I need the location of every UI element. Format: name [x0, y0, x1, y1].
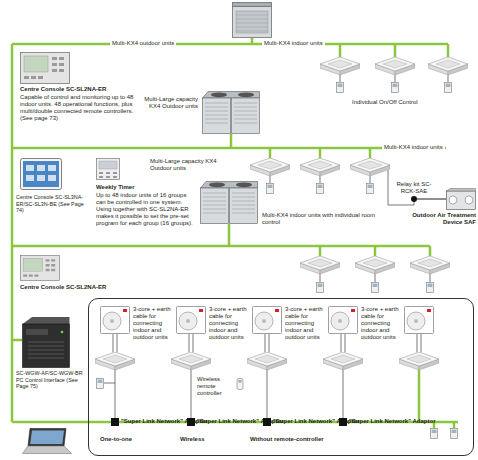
air-treatment-unit: [446, 188, 476, 210]
cable-note: 3-core + earth cable for connecting indo…: [285, 306, 326, 341]
air-treatment-unit: [447, 189, 476, 210]
note-label: Individual On/Off Control: [352, 99, 418, 106]
node-text: Without remote-controller: [250, 436, 324, 443]
outdoor-unit: [201, 182, 258, 224]
indoor-unit: [95, 352, 135, 370]
remote-controller: [367, 184, 374, 194]
device-note: Up to 48 indoor units of 16 groups can b…: [96, 192, 196, 227]
device-heading: Centre Console SC-SL3NA-ER/SC-SL3N-BE (S…: [16, 194, 92, 214]
adaptor-block: [187, 418, 195, 426]
device-heading: SC-WGW-AF/SC-WGW-BR PC Control Interface…: [16, 370, 86, 390]
pc-interface: [23, 317, 70, 368]
adaptor-block: [263, 418, 271, 426]
node-text: Outdoor Air Treatment Device SAF: [408, 212, 476, 226]
device-heading: Centre Console SC-SL2NA-ER: [20, 284, 106, 291]
unit-label: Multi-Large capacity KX4 Outdoor units: [150, 158, 234, 172]
relay-wire: [417, 199, 446, 200]
device-label: Wireless remote controller: [197, 376, 233, 397]
device-note: Capable of control and monitoring up to …: [20, 94, 140, 122]
outdoor-unit: [329, 307, 358, 334]
remote-controller: [267, 184, 274, 194]
network-adaptor: "Super Link Network" Adaptor: [187, 418, 259, 426]
remote-controller: [97, 379, 104, 389]
outdoor-unit: [233, 3, 272, 38]
remote-controller: [392, 83, 399, 93]
remote-wire: [270, 75, 448, 282]
line-label: Multi-KX4 indoor units: [382, 144, 445, 151]
indoor-unit: [300, 158, 340, 176]
remote-controller: [427, 283, 434, 293]
adaptor-block: [111, 418, 119, 426]
device-heading: Weekly Timer: [96, 184, 134, 191]
weekly-timer: [97, 159, 120, 180]
bus-line: [12, 339, 22, 342]
node-text: "Super Link Network" Adaptor: [349, 418, 435, 425]
line-label: Multi-KX4 indoor units: [262, 40, 325, 47]
outdoor-unit: [177, 307, 206, 334]
relay-wire: [388, 170, 414, 205]
indoor-unit: [375, 57, 415, 75]
node-text: Relay kit SC-RCK-SAE: [394, 181, 434, 195]
adaptor-block: [339, 418, 347, 426]
network-adaptor: "Super Link Network" Adaptor: [339, 418, 411, 426]
thin-wiring: [104, 75, 448, 418]
indoor-unit: [171, 352, 211, 370]
remote-controller: [372, 283, 379, 293]
remote-controller: [317, 283, 324, 293]
indoor-unit: [355, 256, 395, 274]
relay-dot: [411, 196, 417, 202]
indoor-unit: [410, 256, 450, 274]
indoor-unit: [320, 57, 360, 75]
air-treatment-device: Outdoor Air Treatment Device SAF: [408, 188, 476, 226]
bus-line: [11, 44, 14, 422]
outdoor-unit: [203, 92, 260, 134]
node-text: Wireless: [180, 436, 205, 443]
cable-note: 3-core + earth cable for connecting indo…: [209, 306, 250, 341]
node-text: One-to-one: [100, 436, 132, 443]
remote-controller: [317, 184, 324, 194]
cable-note: 3-core + earth cable for connecting indo…: [361, 306, 402, 341]
indoor-unit: [250, 158, 290, 176]
relay-kit: Relay kit SC-RCK-SAE: [394, 181, 434, 202]
indoor-unit: [247, 352, 287, 370]
outdoor-unit: [101, 307, 130, 334]
wireless-remote: [237, 379, 243, 390]
outdoor-unit: [405, 307, 434, 334]
indoor-unit: [350, 158, 390, 176]
network-adaptor: "Super Link Network" Adaptor: [263, 418, 335, 426]
remote-controller: [337, 83, 344, 93]
remote-controller: [451, 429, 458, 439]
indoor-unit: [300, 256, 340, 274]
centre-console: [21, 159, 62, 190]
bus-line: [12, 224, 430, 256]
unit-label: Multi-KX4 indoor units with individual r…: [262, 212, 392, 226]
remote-controller: [431, 429, 438, 439]
cable-note: 3-core + earth cable for connecting indo…: [133, 306, 174, 341]
indoor-unit: [428, 57, 468, 75]
indoor-unit: [399, 352, 439, 370]
bus-line: [12, 370, 458, 428]
green-wiring: [12, 38, 458, 428]
bus-line: [12, 134, 446, 158]
adaptor-wire: [104, 370, 343, 418]
bus-line: [12, 38, 448, 57]
indoor-unit: [323, 352, 363, 370]
outdoor-unit: [253, 307, 282, 334]
network-adaptor: "Super Link Network" Adaptor: [111, 418, 183, 426]
laptop: [23, 429, 72, 454]
centre-console: [20, 256, 59, 281]
device-heading: Centre Console SC-SL2NA-ER: [20, 86, 106, 93]
unit-label: Multi-Large capacity KX4 Outdoor units: [144, 96, 198, 110]
remote-controller: [445, 83, 452, 93]
centre-console: [21, 53, 70, 84]
line-label: Multi-KX4 outdoor units: [110, 40, 176, 47]
